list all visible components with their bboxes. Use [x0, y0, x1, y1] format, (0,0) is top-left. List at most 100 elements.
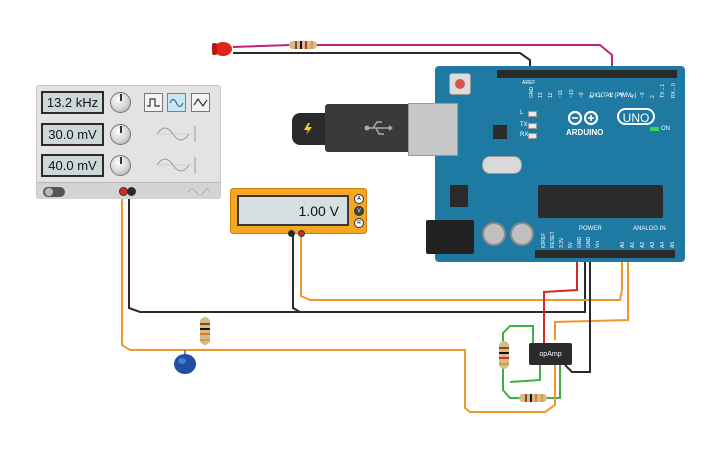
meter-v-wire[interactable]	[300, 234, 623, 301]
digital-pin-label: ~6	[609, 92, 616, 98]
arduino-logo-icon	[567, 110, 599, 126]
digital-pin-label: ~5	[619, 92, 626, 98]
negative-terminal[interactable]	[127, 187, 136, 196]
function-generator[interactable]: 13.2 kHz 30.0 mV 40.0 mV	[36, 85, 221, 199]
feedback-wire-2[interactable]	[509, 365, 541, 383]
usb-chip	[493, 125, 507, 139]
multimeter[interactable]: 1.00 V A V R	[230, 188, 367, 234]
status-led	[528, 123, 537, 129]
sine-wave-icon	[169, 98, 184, 108]
meter-v-terminal[interactable]	[298, 230, 305, 237]
amplitude-display: 30.0 mV	[41, 123, 104, 146]
dc-jack	[426, 220, 474, 254]
frequency-display: 13.2 kHz	[41, 91, 104, 114]
analog-pin-label: A3	[650, 241, 656, 248]
arduino-brand: ARDUINO	[566, 128, 604, 137]
offset-wave-icon	[156, 157, 196, 173]
digital-pin-label: 13	[538, 92, 544, 98]
microcontroller-chip	[538, 185, 663, 218]
fg-positive-wire[interactable]	[121, 191, 520, 413]
capacitor-2	[510, 222, 534, 246]
power-wire[interactable]	[543, 252, 578, 343]
usb-plug[interactable]	[325, 104, 412, 152]
gain-resistor[interactable]	[517, 393, 549, 403]
opamp-gnd-wire[interactable]	[564, 252, 591, 373]
status-led	[528, 111, 537, 117]
frequency-knob[interactable]	[110, 92, 131, 113]
offset-knob[interactable]	[110, 155, 131, 176]
led-label-l: L	[520, 110, 524, 116]
resistor-wire[interactable]	[520, 365, 556, 413]
offset-display: 40.0 mV	[41, 154, 104, 177]
meter-com-terminal[interactable]	[288, 230, 295, 237]
opamp-chip[interactable]: opAmp	[529, 343, 572, 365]
digital-pin-label: ~10	[568, 89, 575, 98]
power-pin-label: GND	[586, 236, 592, 248]
usb-port	[408, 103, 458, 156]
digital-pin-label: 7	[599, 95, 606, 98]
digital-header[interactable]	[497, 70, 677, 78]
reset-button[interactable]	[449, 73, 471, 95]
usb-icon	[364, 121, 393, 135]
analog-in-label: ANALOG IN	[633, 226, 666, 232]
generator-logo-icon	[187, 187, 212, 195]
mode-voltage-button[interactable]: V	[354, 206, 364, 216]
usb-cable[interactable]	[292, 113, 328, 145]
led-wire[interactable]	[232, 44, 613, 72]
sine-wave-button[interactable]	[167, 93, 186, 112]
power-pin-label: GND	[577, 236, 583, 248]
digital-pin-label: ~3	[640, 92, 646, 98]
lightning-icon	[304, 123, 312, 135]
triangle-wave-button[interactable]	[191, 93, 210, 112]
analog-pin-label: A2	[640, 241, 646, 248]
power-led	[650, 127, 659, 131]
pin-label-aref: AREF	[522, 80, 536, 86]
uno-badge: UNO	[617, 108, 655, 125]
analog-pin-label: A4	[660, 241, 666, 248]
digital-pin-label: ~11	[558, 89, 565, 98]
power-analog-header[interactable]	[535, 250, 675, 258]
power-pin-label: Vin	[595, 240, 601, 248]
digital-pin-label: 12	[548, 92, 555, 98]
analog-in-wire[interactable]	[554, 252, 629, 340]
fg-negative-wire[interactable]	[128, 191, 586, 313]
triangle-wave-icon	[193, 97, 208, 108]
power-pin-label: RESET	[550, 231, 556, 248]
led-label-rx: RX	[520, 132, 529, 138]
digital-pin-label: TX→1	[660, 83, 667, 98]
input-resistor[interactable]	[199, 316, 211, 346]
led-label-tx: TX	[520, 122, 528, 128]
power-pin-label: 5V	[568, 241, 574, 248]
status-led	[528, 133, 537, 139]
digital-pin-label: GND	[529, 86, 535, 98]
mode-resistance-button[interactable]: R	[354, 218, 364, 228]
ceramic-capacitor[interactable]	[172, 350, 198, 376]
power-label: POWER	[579, 226, 602, 232]
power-pin-label: 3.3V	[559, 237, 565, 248]
capacitor-1	[482, 222, 506, 246]
voltage-regulator	[450, 185, 468, 207]
feedback-resistor-vertical[interactable]	[498, 340, 510, 370]
square-wave-icon	[147, 98, 160, 107]
analog-pin-label: A0	[620, 241, 626, 248]
led[interactable]	[212, 40, 236, 58]
multimeter-display: 1.00 V	[237, 195, 349, 226]
amplitude-knob[interactable]	[110, 124, 131, 145]
led-resistor[interactable]	[287, 40, 319, 50]
digital-pin-label: 2	[650, 95, 657, 98]
square-wave-button[interactable]	[144, 93, 163, 112]
mode-current-button[interactable]: A	[354, 194, 364, 204]
digital-pin-label: 4	[629, 95, 636, 98]
power-switch[interactable]	[43, 187, 65, 197]
meter-com-wire[interactable]	[292, 234, 301, 313]
analog-pin-label: A1	[630, 241, 636, 248]
power-pin-label: IOREF	[541, 232, 547, 248]
amplitude-wave-icon	[156, 126, 196, 142]
arduino-board[interactable]	[435, 66, 685, 262]
analog-pin-label: A5	[670, 241, 676, 248]
crystal	[482, 156, 522, 174]
digital-pin-label: RX←0	[670, 83, 677, 98]
digital-pin-label: ~9	[578, 92, 585, 98]
on-label: ON	[661, 126, 670, 132]
